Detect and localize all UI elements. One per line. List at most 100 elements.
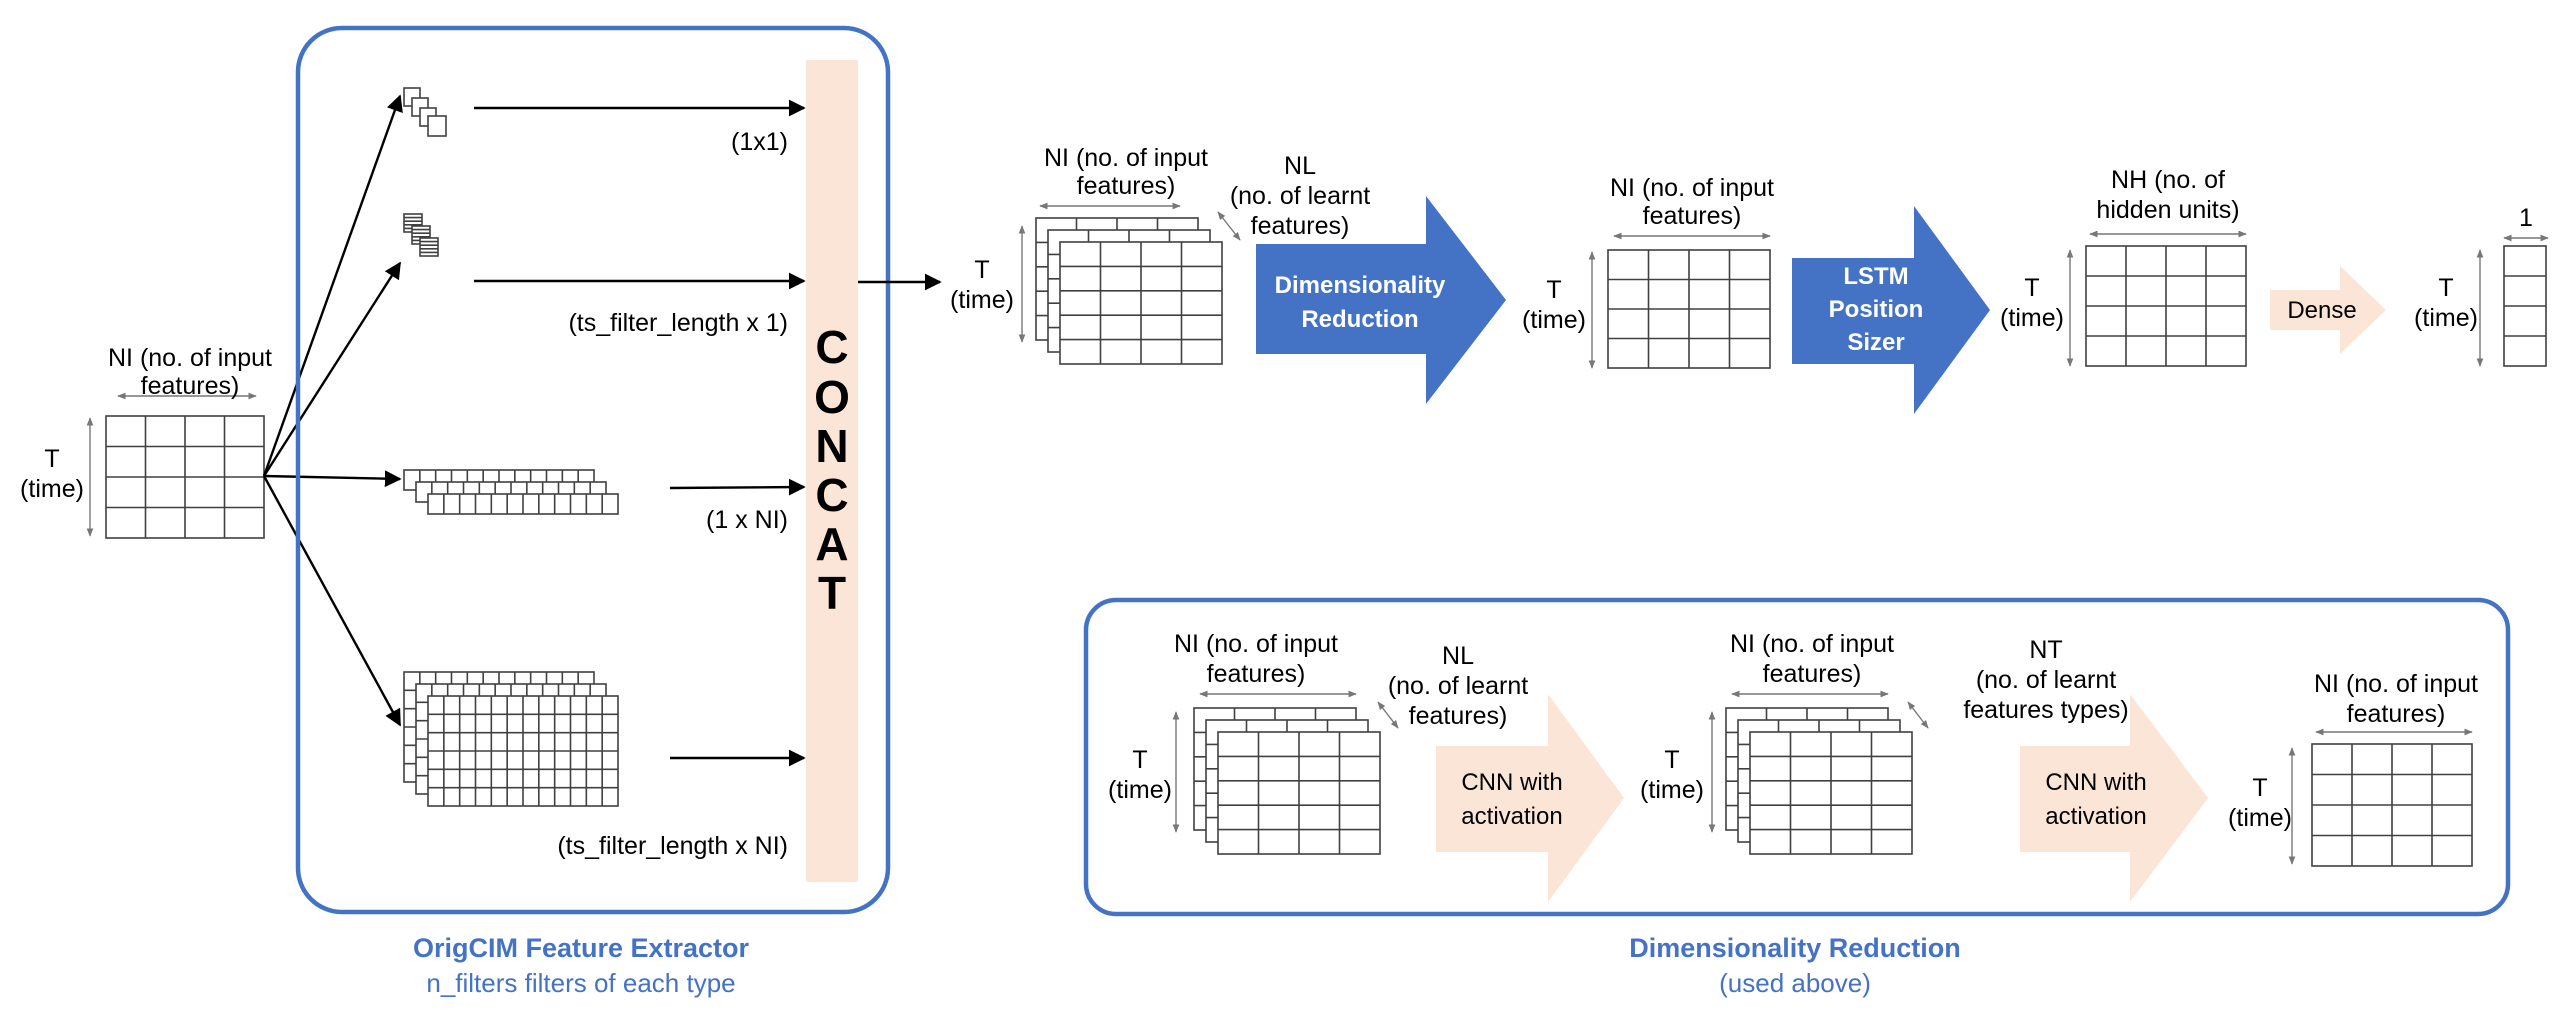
filter-arrow-1xni <box>669 478 806 496</box>
detail-stack2-depth-label: NT <box>2029 636 2062 664</box>
concat-letter-3: N <box>815 420 848 472</box>
filter-ts-x-1 <box>403 213 439 257</box>
grid2-width-label: NI (no. of input <box>1610 174 1774 202</box>
stack1-depth-dimension <box>1217 211 1241 241</box>
detail-stack2-width-label-2: features) <box>1763 660 1862 688</box>
detail-stack2-depth-label-3: features types) <box>1963 696 2128 724</box>
stack1-depth-label: NL <box>1284 152 1316 180</box>
stack1-width-label: NI (no. of input <box>1044 144 1208 172</box>
filter-shape-label-1: (1x1) <box>731 128 788 156</box>
input-height-label-2: (time) <box>20 475 84 503</box>
concat-letter-6: T <box>818 567 846 619</box>
filter-shape-label-4: (ts_filter_length x NI) <box>557 832 788 860</box>
lstm-arrow-label-3: Sizer <box>1847 329 1904 356</box>
filter-1x1 <box>403 87 447 137</box>
input-width-label-2: features) <box>141 372 240 400</box>
concat-bar <box>806 60 858 882</box>
detail-grid3-width-label: NI (no. of input <box>2314 670 2478 698</box>
cnn2-label-2: activation <box>2045 803 2146 830</box>
detail-stack2-height-label: T <box>1664 746 1679 774</box>
dimred-arrow-label: Dimensionality <box>1275 272 1446 299</box>
fanout-arrows <box>262 94 403 727</box>
extractor-caption-title: OrigCIM Feature Extractor <box>413 933 750 963</box>
detail-stack1-depth-label-2: (no. of learnt <box>1388 672 1528 700</box>
pipeline-grid-3: NH (no. of hidden units) T (time) <box>2000 166 2247 367</box>
dense-arrow-label: Dense <box>2287 297 2356 324</box>
concat-letter-1: C <box>815 321 848 373</box>
stack1-width-label-2: features) <box>1077 172 1176 200</box>
stack1-height-label-2: (time) <box>950 286 1014 314</box>
fanout-arrow-tsxni <box>262 475 402 727</box>
fanout-arrow-1xni <box>263 470 402 488</box>
detail-stack1-width-label: NI (no. of input <box>1174 630 1338 658</box>
detail-stack1-depth-dimension <box>1377 701 1399 729</box>
detail-stack1-height-label: T <box>1132 746 1147 774</box>
detail-stack2-depth-label-2: (no. of learnt <box>1976 666 2116 694</box>
pipeline-output-column: 1 T (time) <box>2414 204 2549 367</box>
cnn-activation-arrow-2: CNN with activation <box>2020 694 2208 902</box>
detail-stack1-depth-label: NL <box>1442 642 1474 670</box>
detail-stack1-height-label-2: (time) <box>1108 776 1172 804</box>
input-grid <box>105 415 265 539</box>
dense-arrow: Dense <box>2270 266 2386 354</box>
detail-grid3-cells <box>2311 743 2473 867</box>
pipeline-stack1-layer-3 <box>1059 241 1223 365</box>
detail-stack1-layer-3 <box>1217 731 1381 855</box>
filter-ts-x-1-layer-3 <box>419 237 439 257</box>
filter-shape-label-3: (1 x NI) <box>706 506 788 534</box>
concat-label: C O N C A T <box>814 321 850 619</box>
grid3-height-label: T <box>2024 274 2039 302</box>
filter-ts-x-ni <box>403 671 619 807</box>
pipeline-output-cells <box>2503 245 2547 367</box>
detail-stack2-width-label: NI (no. of input <box>1730 630 1894 658</box>
fanout-arrow-tsx1 <box>262 261 402 477</box>
lstm-arrow-label: LSTM <box>1843 263 1908 290</box>
cnn1-label: CNN with <box>1461 769 1562 796</box>
detail-stack-1: NI (no. of input features) NL (no. of le… <box>1108 630 1528 855</box>
input-grid-cells <box>105 415 265 539</box>
concat-letter-4: C <box>815 469 848 521</box>
stack1-depth-label-2: (no. of learnt <box>1230 182 1370 210</box>
dimred-arrow-label-2: Reduction <box>1301 306 1418 333</box>
detail-grid3-height-label-2: (time) <box>2228 804 2292 832</box>
detail-stack2-layer-3 <box>1749 731 1913 855</box>
grid2-height-label: T <box>1546 276 1561 304</box>
dimred-detail-box <box>1083 597 2511 917</box>
input-matrix: NI (no. of input features) T (time) <box>20 344 272 539</box>
filter-1-x-ni-layer-3 <box>427 493 619 515</box>
detail-stack2-height-label-2: (time) <box>1640 776 1704 804</box>
filter-shape-label-2: (ts_filter_length x 1) <box>568 309 788 337</box>
output-width-label: 1 <box>2519 204 2533 232</box>
cnn2-label: CNN with <box>2045 769 2146 796</box>
filter-ts-x-ni-layer-3 <box>427 695 619 807</box>
detail-grid3-height-label: T <box>2252 774 2267 802</box>
input-height-label: T <box>44 445 59 473</box>
detail-stack2-depth-dimension <box>1907 701 1929 729</box>
pipeline-grid3-cells <box>2085 245 2247 367</box>
input-width-label: NI (no. of input <box>108 344 272 372</box>
filter-1-x-ni <box>403 469 619 515</box>
fanout-arrow-1x1 <box>262 94 403 477</box>
concat-letter-5: A <box>815 518 848 570</box>
extractor-caption-subtitle: n_filters filters of each type <box>426 968 735 998</box>
cnn-activation-arrow-1: CNN with activation <box>1436 694 1624 902</box>
detail-output-grid: NI (no. of input features) T (time) <box>2228 670 2478 867</box>
grid3-width-label-2: hidden units) <box>2096 196 2239 224</box>
detail-stack1-width-label-2: features) <box>1207 660 1306 688</box>
output-height-label-2: (time) <box>2414 304 2478 332</box>
stack1-height-label: T <box>974 256 989 284</box>
detail-stack1-depth-label-3: features) <box>1409 702 1508 730</box>
feature-extractor-box <box>295 25 891 915</box>
pipeline-stack-1: NI (no. of input features) NL (no. of le… <box>950 144 1370 365</box>
pipeline-grid-2: NI (no. of input features) T (time) <box>1522 174 1774 369</box>
lstm-arrow-label-2: Position <box>1829 296 1924 323</box>
output-height-label: T <box>2438 274 2453 302</box>
lstm-position-sizer-arrow: LSTM Position Sizer <box>1792 206 1990 414</box>
stack1-depth-label-3: features) <box>1251 212 1350 240</box>
dimensionality-reduction-arrow: Dimensionality Reduction <box>1256 196 1506 404</box>
grid3-width-label: NH (no. of <box>2111 166 2225 194</box>
dimred-caption-title: Dimensionality Reduction <box>1629 933 1961 963</box>
cnn1-label-2: activation <box>1461 803 1562 830</box>
grid2-width-label-2: features) <box>1643 202 1742 230</box>
